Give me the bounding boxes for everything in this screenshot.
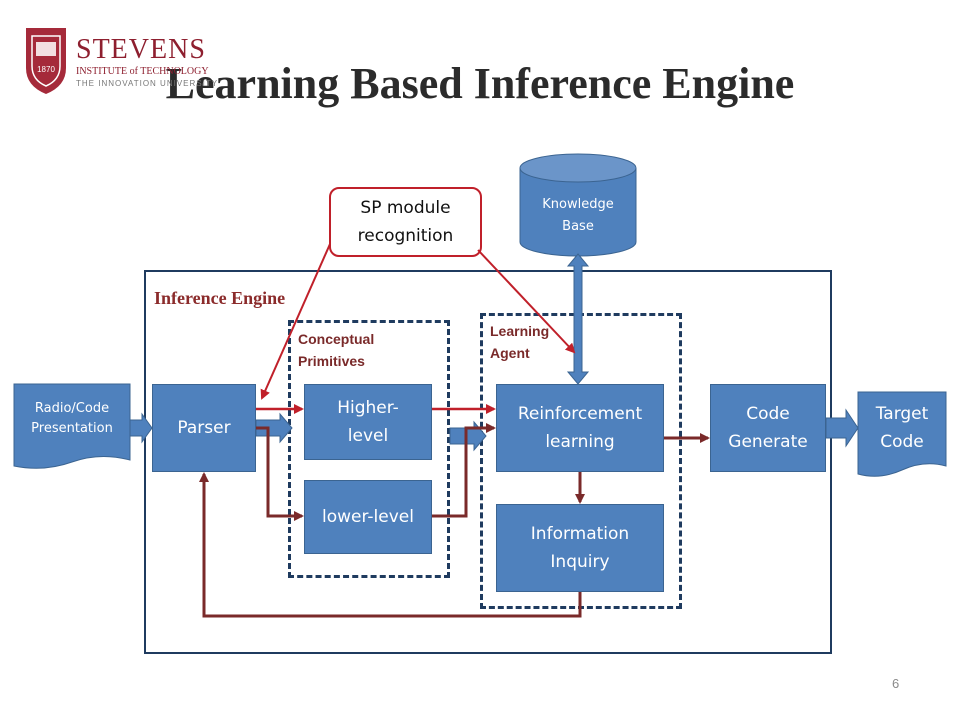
block-arrow-codegen-to-target	[825, 408, 859, 448]
arrow-callout-to-parser	[260, 243, 331, 400]
double-arrow-knowledge-reinforcement	[566, 253, 590, 385]
target-code-document-shape	[857, 391, 947, 477]
slide-title: Learning Based Inference Engine	[165, 59, 795, 108]
block-arrow-parser-to-conceptual	[255, 412, 293, 444]
code-generate-box: Code Generate	[710, 384, 826, 472]
arrow-inquiry-feedback-to-parser	[199, 472, 582, 618]
arrow-parser-to-lower	[256, 426, 304, 521]
knowledge-base-cylinder	[519, 153, 637, 257]
learning-agent-label: Learning Agent	[490, 323, 550, 361]
page-number: 6	[892, 676, 900, 691]
target-code-label: Target Code	[875, 404, 929, 452]
block-arrow-input-to-parser	[129, 412, 153, 444]
inference-engine-label: Inference Engine	[154, 288, 286, 308]
logo-tagline: THE INNOVATION UNIVERSITY	[76, 79, 219, 88]
lower-level-box: lower-level	[304, 480, 432, 554]
logo-subtitle: INSTITUTE of TECHNOLOGY	[76, 66, 209, 77]
logo-wordmark: STEVENS	[76, 34, 206, 65]
parser-box: Parser	[152, 384, 256, 472]
radio-code-presentation-label: Radio/Code Presentation	[31, 401, 113, 436]
reinforcement-learning-box: Reinforcement learning	[496, 384, 664, 472]
conceptual-primitives-label: Conceptual Primitives	[298, 331, 375, 369]
arrow-lower-to-reinforcement	[432, 423, 496, 518]
knowledge-base-label: Knowledge Base	[542, 197, 614, 234]
stevens-seal-logo: 1870	[26, 28, 66, 94]
arrow-callout-to-learning	[477, 249, 576, 354]
information-inquiry-box: Information Inquiry	[496, 504, 664, 592]
logo-year: 1870	[37, 65, 55, 74]
sp-module-recognition-callout: SP module recognition	[329, 187, 482, 257]
conceptual-primitives-group	[288, 320, 450, 578]
block-arrow-conceptual-to-learning	[449, 420, 487, 452]
higher-level-box: Higher- level	[304, 384, 432, 460]
radio-code-document-shape	[13, 383, 131, 469]
inference-engine-frame	[144, 270, 832, 654]
